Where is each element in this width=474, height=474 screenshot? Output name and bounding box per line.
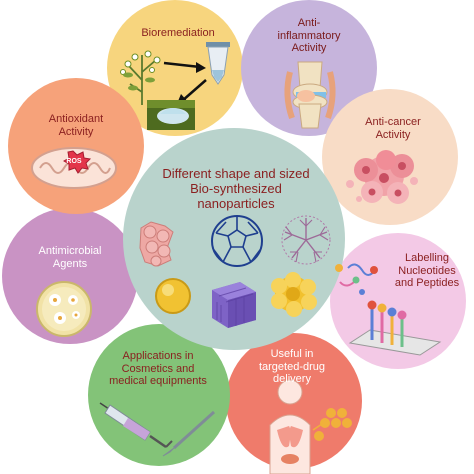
ros-burst-icon [63, 150, 92, 174]
test-tube-icon [206, 42, 230, 85]
human-body-icon [269, 379, 329, 474]
syringe-icon [99, 402, 173, 449]
hexagonal-nanoparticle-icon [139, 221, 174, 267]
label-antimicrobial: Antimicrobial Agents [38, 245, 102, 270]
petri-dish-icon [36, 281, 92, 337]
fullerene-nanoparticle-icon [211, 215, 263, 267]
label-bioremediation: Bioremediation [141, 27, 215, 39]
flower-nanoparticle-icon [271, 272, 317, 317]
sphere-nanoparticle-icon [155, 278, 191, 314]
petal-antioxidant [8, 78, 144, 214]
label-anti-inflammatory: Anti-inflammatory Activity [277, 17, 341, 54]
soil-icon [147, 100, 195, 130]
label-labelling: Labelling Nucleotides and Peptides [394, 252, 460, 289]
nanoparticles-cluster-icon [314, 408, 352, 441]
labelling-probes-icon [335, 263, 442, 356]
label-drug-delivery: Useful in targeted-drug delivery [258, 348, 326, 385]
label-antioxidant: Antioxidant Activity [48, 113, 104, 138]
center-title: Different shape and sized Bio-synthesize… [162, 166, 310, 211]
cubic-nanoparticle-icon [212, 282, 256, 328]
arrow-icon [163, 61, 207, 106]
label-anti-cancer: Anti-cancer Activity [365, 116, 421, 141]
scalpel-icon [162, 410, 216, 457]
knee-joint-icon [284, 61, 336, 129]
dendrimer-nanoparticle-icon [281, 215, 331, 265]
plant-icon [120, 50, 161, 105]
ros-label: ROS [66, 158, 82, 165]
cancer-cells-icon [346, 150, 418, 204]
label-cosmetics: Applications in Cosmetics and medical eq… [109, 350, 207, 387]
